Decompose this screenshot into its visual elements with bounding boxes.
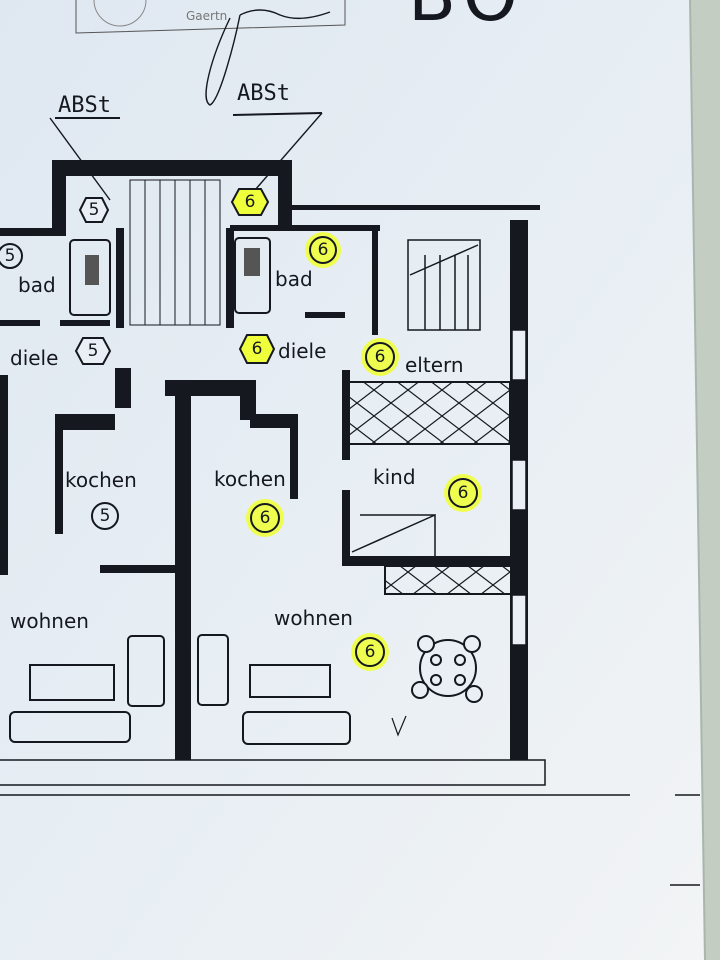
hex-marker-diele-right: 6 [238,334,276,364]
abst-annotation-right: ABSt [232,81,323,191]
room-label-wohnen-right: wohnen [274,606,353,630]
circle-marker-kochen-left: 5 [91,502,119,530]
bathtub-right [234,237,271,314]
marker-number: 6 [252,339,263,359]
big-letters: BO [408,0,526,37]
room-label-diele-right: diele [278,339,326,363]
hex-marker-stair-left: 5 [78,197,110,223]
desk [351,513,436,556]
staircase [129,179,221,326]
stamp-text: Gaertn [186,9,227,23]
marker-number: 6 [375,347,386,367]
wardrobe-kind [384,565,514,595]
marker-number: 5 [88,341,99,361]
marker-number: 6 [318,240,329,260]
circle-marker-kochen-right: 6 [246,499,284,537]
bathtub-left [69,239,111,316]
hex-marker-stair-right: 6 [230,188,270,216]
marker-number: 6 [245,192,256,212]
abst-annotation-left: ABSt [49,93,120,201]
room-label-kochen-right: kochen [214,467,286,491]
bed [407,239,481,331]
marker-number: 6 [458,483,469,503]
room-label-wohnen-left: wohnen [10,609,89,633]
abst-label: ABSt [58,93,111,118]
check-mark [391,715,407,737]
circle-marker-eltern: 6 [361,338,399,376]
stamp: Gaertn [75,0,346,34]
marker-number: 6 [365,642,376,662]
room-label-kochen-left: kochen [65,468,137,492]
marker-number: 6 [260,508,271,528]
sofa-left [9,635,165,743]
wardrobe-eltern [347,381,511,445]
circle-marker-wohnen-right: 6 [351,633,389,671]
circle-marker-bad-right: 6 [305,232,341,268]
exterior-lines [0,759,700,886]
hex-marker-diele-left: 5 [74,337,112,365]
room-label-eltern: eltern [405,353,464,377]
signature [205,9,331,106]
room-label-bad-left: bad [18,273,56,297]
dining-table [411,635,483,703]
room-label-diele-left: diele [10,346,58,370]
marker-number: 5 [100,506,111,526]
paper-edge [689,0,706,960]
circle-marker-bad-left: 5 [0,243,23,269]
marker-number: 5 [89,200,100,220]
circle-marker-kind: 6 [444,474,482,512]
room-label-bad-right: bad [275,267,313,291]
sofa-right [197,634,351,745]
windows [511,329,527,646]
marker-number: 5 [5,246,16,266]
abst-label: ABSt [237,81,290,106]
room-label-kind: kind [373,465,416,489]
